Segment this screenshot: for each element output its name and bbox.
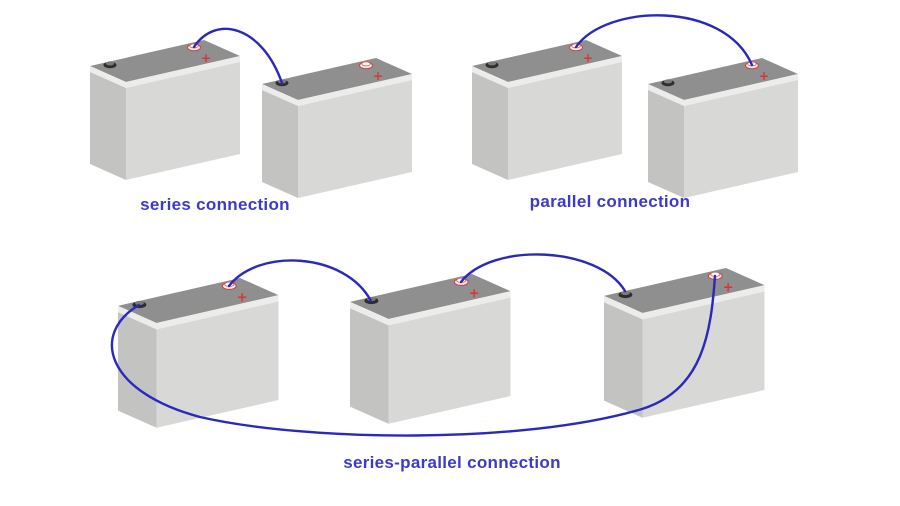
series-parallel-connection-group (110, 253, 766, 437)
series-parallel-wire-1 (227, 259, 373, 303)
series-parallel-wire-2 (459, 253, 627, 293)
parallel-connection-group (471, 14, 799, 199)
parallel-battery-2 (647, 57, 799, 199)
parallel-connection-label: parallel connection (529, 192, 691, 211)
series-wire (192, 27, 284, 85)
series-parallel-battery-1 (117, 277, 280, 429)
parallel-wire (574, 14, 754, 67)
series-battery-1 (89, 39, 241, 181)
series-parallel-return-wire (110, 274, 717, 437)
series-battery-2 (261, 57, 413, 199)
parallel-battery-1 (471, 39, 623, 181)
series-parallel-connection-label: series-parallel connection (343, 453, 561, 472)
series-connection-group (89, 27, 413, 199)
series-parallel-battery-2 (349, 273, 512, 425)
series-parallel-battery-3 (603, 267, 766, 419)
series-connection-label: series connection (140, 195, 290, 214)
